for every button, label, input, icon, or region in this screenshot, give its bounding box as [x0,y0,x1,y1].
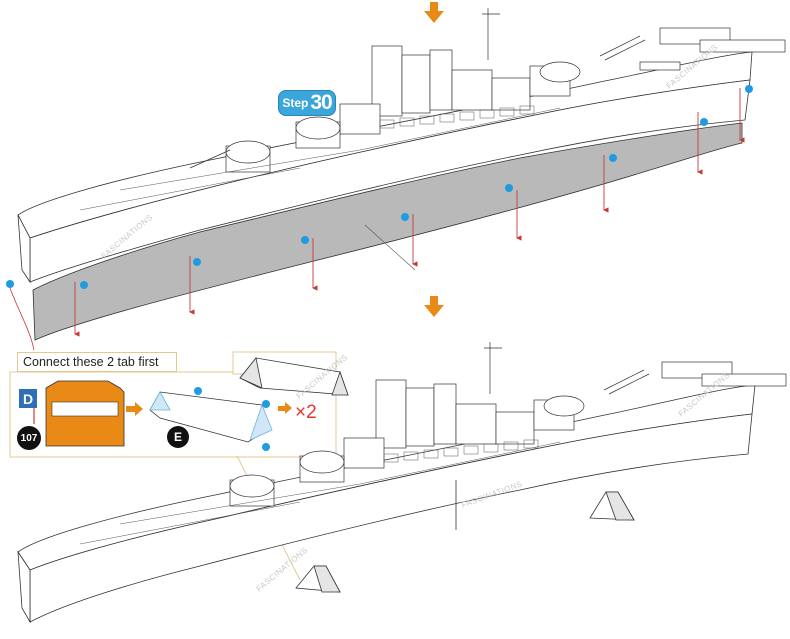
deck-details-top [79,105,561,211]
superstructure-top [189,8,786,173]
display-stand [589,491,635,521]
sheet-letter-badge: D [19,389,37,408]
connect-tab-guide [9,287,35,351]
parts-inset [9,351,349,458]
down-arrow-icon [424,2,444,23]
ship-hull-bottom [17,384,756,624]
down-arrow-icon [424,296,444,317]
panel-fold-line [364,224,416,271]
display-stand [295,565,341,593]
hull-side-panel [32,122,743,341]
deck-details-bottom [79,439,561,545]
glue-dots-top [6,85,753,289]
step-word: Step [282,96,309,110]
superstructure-bottom [229,342,787,507]
fold-guides-top [74,88,745,337]
connect-tabs-callout: Connect these 2 tab first [17,352,177,372]
step-number: 30 [310,91,332,114]
step-badge: Step 30 [278,90,336,116]
part-number-badge: 107 [17,426,41,450]
stand-letter-badge: E [167,426,189,448]
quantity-multiplier: ×2 [295,402,317,423]
